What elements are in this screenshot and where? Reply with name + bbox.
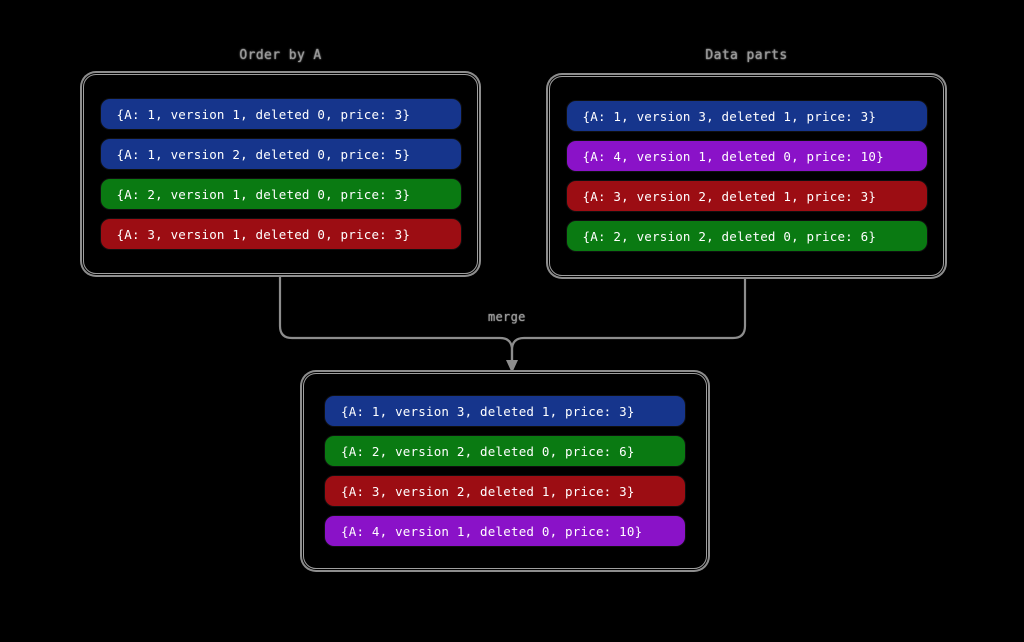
- panel-order-by-a-rows: {A: 1, version 1, deleted 0, price: 3} {…: [84, 75, 477, 273]
- connector-left-to-merge: [278, 275, 514, 366]
- list-item[interactable]: {A: 3, version 2, deleted 1, price: 3}: [325, 476, 685, 506]
- panel-merged-result-rows: {A: 1, version 3, deleted 1, price: 3} {…: [304, 374, 706, 568]
- list-item[interactable]: {A: 2, version 1, deleted 0, price: 3}: [100, 179, 461, 209]
- list-item[interactable]: {A: 1, version 3, deleted 1, price: 3}: [566, 101, 927, 131]
- panel-merged-result: {A: 1, version 3, deleted 1, price: 3} {…: [303, 373, 707, 569]
- panel-data-parts-rows: {A: 1, version 3, deleted 1, price: 3} {…: [550, 77, 943, 275]
- panel-title-order-by-a: Order by A: [239, 48, 322, 63]
- list-item[interactable]: {A: 3, version 1, deleted 0, price: 3}: [100, 219, 461, 249]
- connector-right-to-merge: [510, 275, 747, 366]
- panel-data-parts: {A: 1, version 3, deleted 1, price: 3} {…: [549, 76, 944, 276]
- merge-label: merge: [488, 310, 526, 324]
- list-item[interactable]: {A: 2, version 2, deleted 0, price: 6}: [325, 436, 685, 466]
- list-item[interactable]: {A: 4, version 1, deleted 0, price: 10}: [325, 516, 685, 546]
- list-item[interactable]: {A: 1, version 1, deleted 0, price: 3}: [100, 99, 461, 129]
- list-item[interactable]: {A: 1, version 2, deleted 0, price: 5}: [100, 139, 461, 169]
- list-item[interactable]: {A: 3, version 2, deleted 1, price: 3}: [566, 181, 927, 211]
- list-item[interactable]: {A: 2, version 2, deleted 0, price: 6}: [566, 221, 927, 251]
- panel-order-by-a: {A: 1, version 1, deleted 0, price: 3} {…: [83, 74, 478, 274]
- list-item[interactable]: {A: 4, version 1, deleted 0, price: 10}: [566, 141, 927, 171]
- merge-arrowhead: [506, 360, 518, 373]
- panel-title-data-parts: Data parts: [705, 48, 788, 63]
- list-item[interactable]: {A: 1, version 3, deleted 1, price: 3}: [325, 396, 685, 426]
